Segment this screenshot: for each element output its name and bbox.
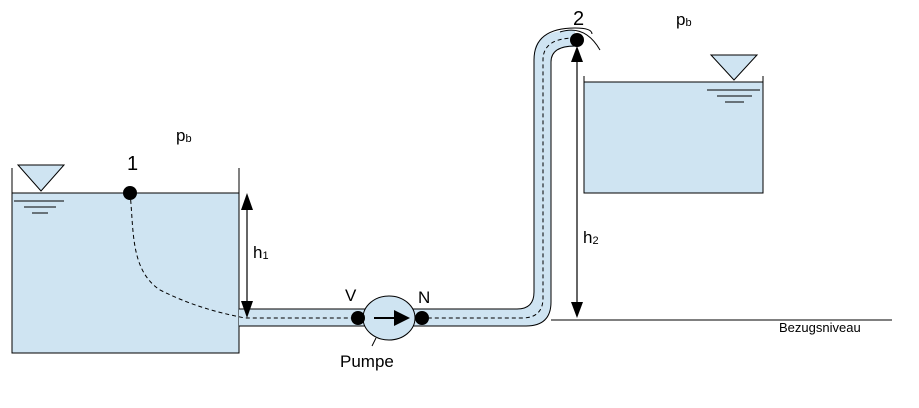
left-water-level-triangle [16, 164, 66, 192]
right-reservoir [583, 54, 764, 194]
right-reservoir-water [584, 82, 763, 193]
height1-arrow [241, 193, 253, 318]
pipe-outline-inner [239, 45, 576, 327]
pipe-riser-fill [517, 30, 575, 326]
pipe-outline-outer [239, 27, 593, 310]
right-reservoir-walls [583, 76, 764, 194]
point-1-marker [123, 186, 137, 200]
pump [362, 295, 416, 347]
label-reference-level: Bezugsniveau [779, 320, 861, 335]
pump-arrow-icon [394, 310, 410, 326]
point-2-marker [570, 33, 584, 47]
pipe-outlet-arc [559, 29, 601, 51]
label-pump: Pumpe [340, 352, 394, 371]
left-reservoir-water [12, 193, 239, 353]
label-height-2: h2 [583, 228, 599, 247]
label-point-v: V [345, 286, 357, 305]
point-n-marker [415, 311, 429, 325]
right-water-level-triangle [709, 54, 759, 81]
streamline [129, 37, 576, 319]
left-reservoir-walls [11, 168, 240, 354]
pump-label-leader [371, 337, 377, 347]
point-v-marker [351, 311, 365, 325]
label-pressure-right: pb [676, 10, 692, 29]
label-point-n: N [418, 288, 430, 307]
label-height-1: h1 [253, 243, 269, 262]
left-reservoir [11, 164, 240, 354]
label-point-2: 2 [573, 8, 584, 30]
label-point-1: 1 [127, 153, 138, 175]
label-pressure-left: pb [176, 126, 192, 145]
height2-arrow [571, 46, 583, 318]
